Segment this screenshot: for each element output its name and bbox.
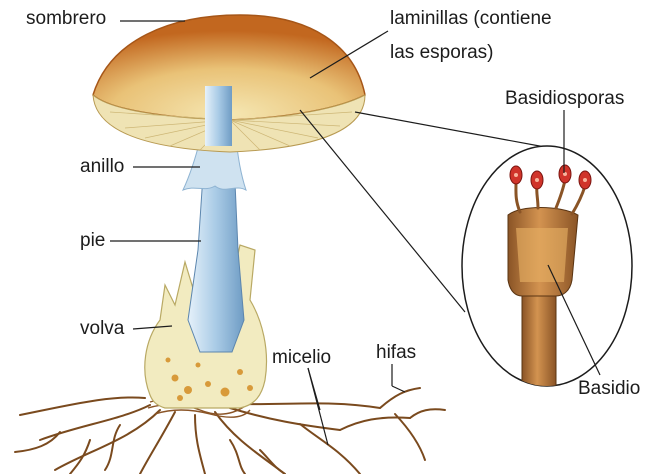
label-sombrero: sombrero	[26, 8, 106, 30]
basidium-inner	[516, 228, 568, 282]
label-laminillas-line1: laminillas (contiene	[390, 8, 552, 30]
label-hifas: hifas	[376, 342, 416, 364]
label-micelio: micelio	[272, 347, 331, 369]
label-volva: volva	[80, 318, 124, 340]
stem-top	[205, 86, 232, 146]
label-pie: pie	[80, 230, 105, 252]
label-basidio: Basidio	[578, 378, 640, 400]
hypha-stalk	[522, 290, 556, 400]
label-laminillas-line2: las esporas)	[390, 42, 494, 64]
label-basidiosporas: Basidiosporas	[505, 88, 624, 110]
label-anillo: anillo	[80, 156, 124, 178]
